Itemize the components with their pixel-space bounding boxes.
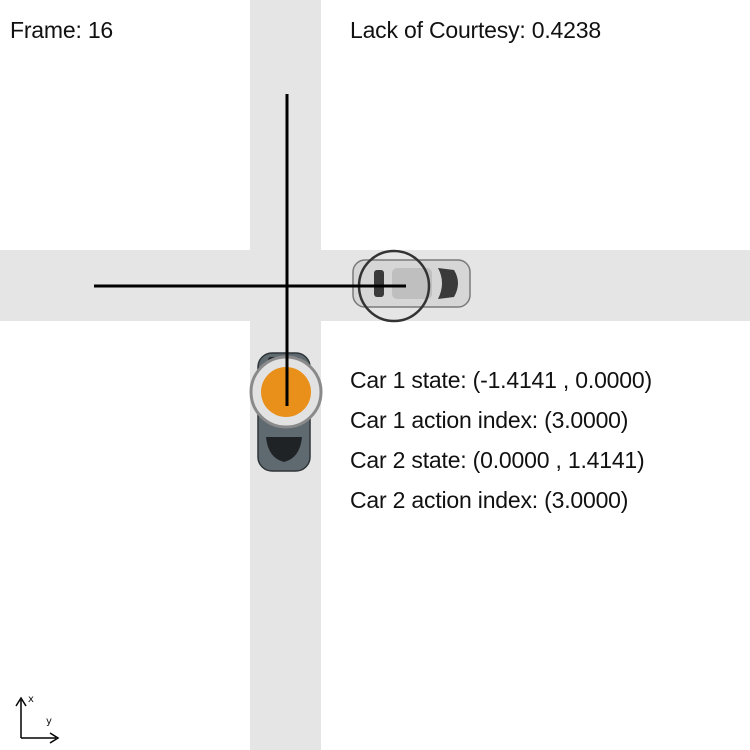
car-2-state-readout: Car 2 state: (0.0000 , 1.4141) xyxy=(350,447,645,473)
car-2 xyxy=(352,249,471,323)
car-2-roof xyxy=(392,268,432,299)
lack-of-courtesy-readout: Lack of Courtesy: 0.4238 xyxy=(350,17,601,43)
axes-indicator xyxy=(15,696,60,744)
car-2-rear-window xyxy=(374,270,384,297)
car-1-windshield xyxy=(266,437,302,462)
car-1-action-readout: Car 1 action index: (3.0000) xyxy=(350,407,629,433)
axis-y-label: y xyxy=(46,716,52,727)
frame-counter: Frame: 16 xyxy=(10,17,114,43)
car-2-windshield xyxy=(438,268,458,299)
car-2-action-readout: Car 2 action index: (3.0000) xyxy=(350,487,629,513)
car-1-state-readout: Car 1 state: (-1.4141 , 0.0000) xyxy=(350,367,652,393)
axis-x-label: x xyxy=(28,694,34,705)
